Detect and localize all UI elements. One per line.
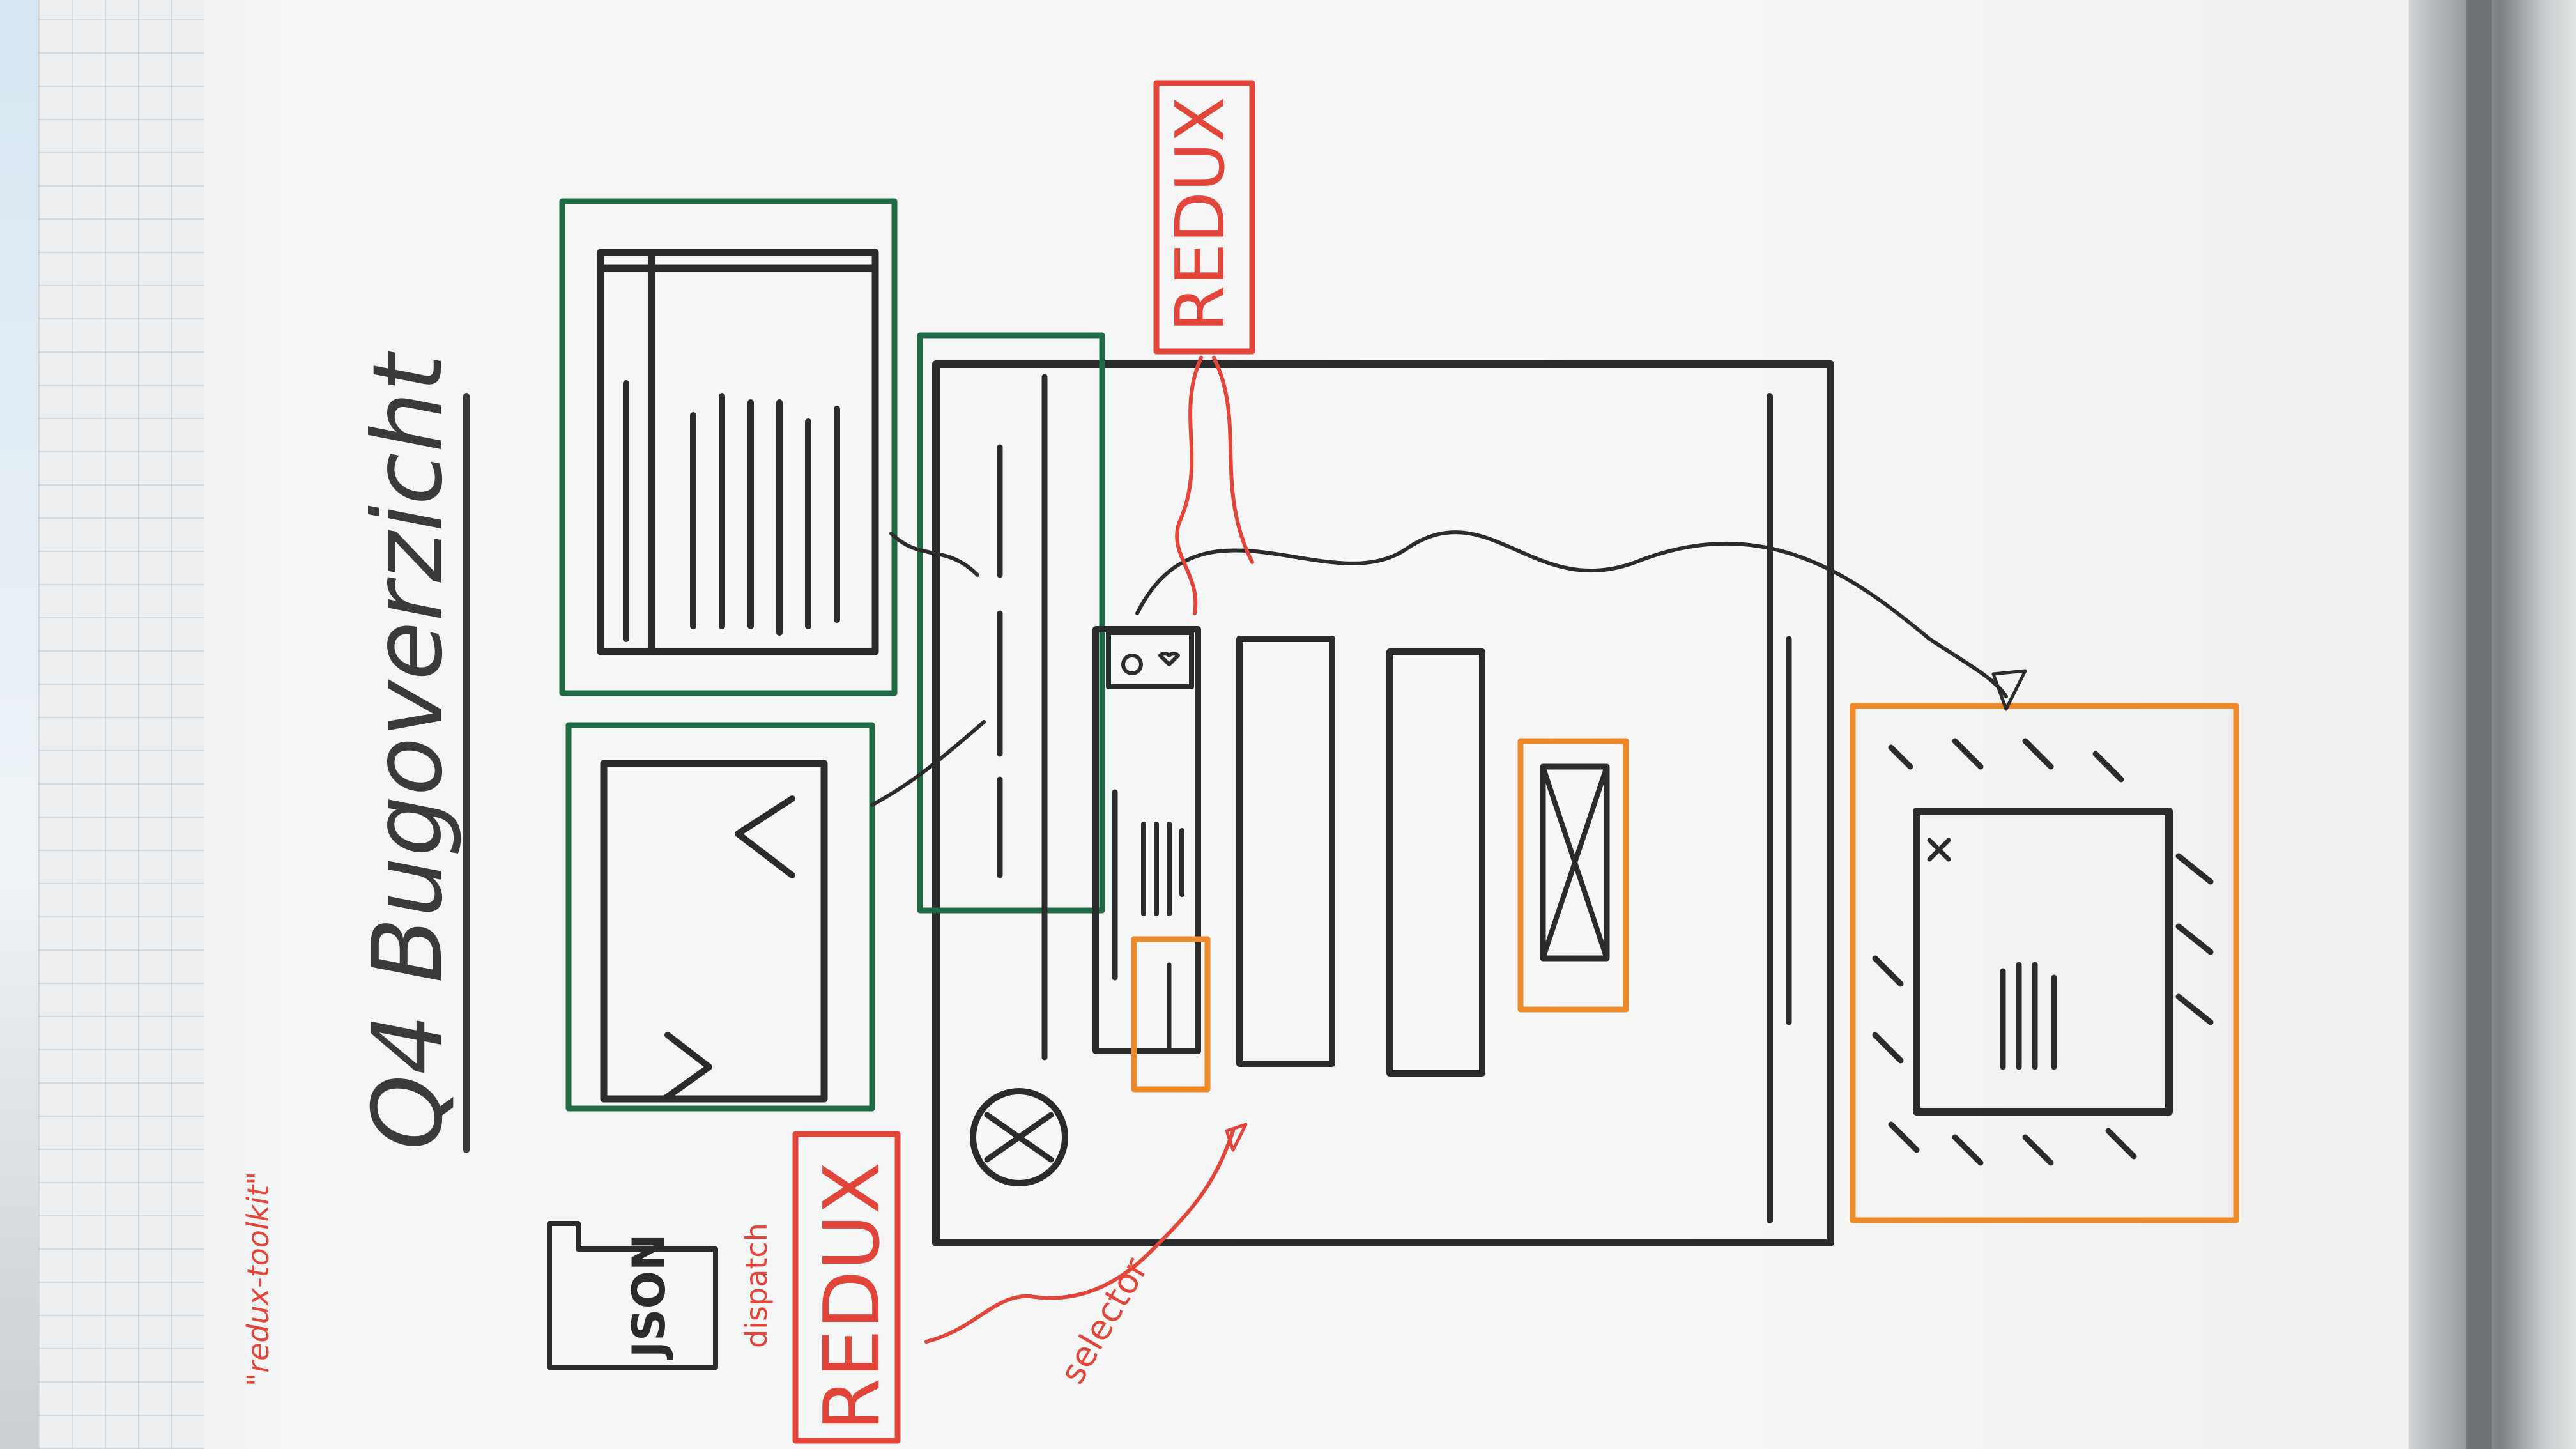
avatar-icon xyxy=(1121,654,1143,675)
selector-arrow xyxy=(924,1129,1235,1344)
dispatch-label: dispatch xyxy=(739,1223,774,1348)
window-frame xyxy=(2409,0,2576,1449)
selector-label: selector xyxy=(1052,1251,1156,1391)
redux-bottom-sketch: REDUX xyxy=(792,1123,1248,1444)
list-panel-sketch xyxy=(559,198,898,696)
modal-window xyxy=(1913,808,2173,1116)
filter-highlight xyxy=(1131,936,1211,1092)
app-window-sketch xyxy=(917,332,1834,1246)
redux-label-top: REDUX xyxy=(1162,96,1239,332)
modal-sketch xyxy=(1850,703,2239,1223)
redux-top-sketch: REDUX xyxy=(1153,80,1255,615)
arrowhead-icon xyxy=(1991,669,2027,711)
grid-paper-strip xyxy=(38,0,204,1449)
chevron-right-icon xyxy=(661,1032,712,1102)
connector-to-modal xyxy=(1135,530,2008,698)
close-icon xyxy=(970,1088,1068,1186)
flipchart-paper xyxy=(38,0,2504,1449)
sidebar-border xyxy=(917,332,1105,914)
window-sky xyxy=(0,0,45,1449)
heart-icon xyxy=(1158,652,1180,666)
redux-toolkit-note: "redux-toolkit" xyxy=(241,1172,275,1386)
flipchart-pole xyxy=(2466,0,2492,1449)
json-label: JSON xyxy=(623,1233,675,1360)
detail-panel-sketch xyxy=(565,722,875,1112)
modal-overlay-border xyxy=(1850,703,2239,1223)
chevron-left-icon xyxy=(735,795,795,878)
bug-column-1 xyxy=(1092,626,1201,1054)
list-panel-border xyxy=(559,198,898,696)
list-panel-window xyxy=(597,249,879,656)
detail-panel-window xyxy=(600,760,828,1103)
image-placeholder-border xyxy=(1517,738,1629,1013)
bug-column-3 xyxy=(1386,648,1485,1077)
redux-label-bottom: REDUX xyxy=(808,1162,897,1431)
sketch-title: Q4 Bugoverzicht xyxy=(353,351,464,1150)
app-window-border xyxy=(932,360,1834,1246)
bug-column-2 xyxy=(1236,636,1335,1067)
detail-panel-border xyxy=(565,722,875,1112)
json-doc-sketch: JSON xyxy=(547,1221,718,1370)
